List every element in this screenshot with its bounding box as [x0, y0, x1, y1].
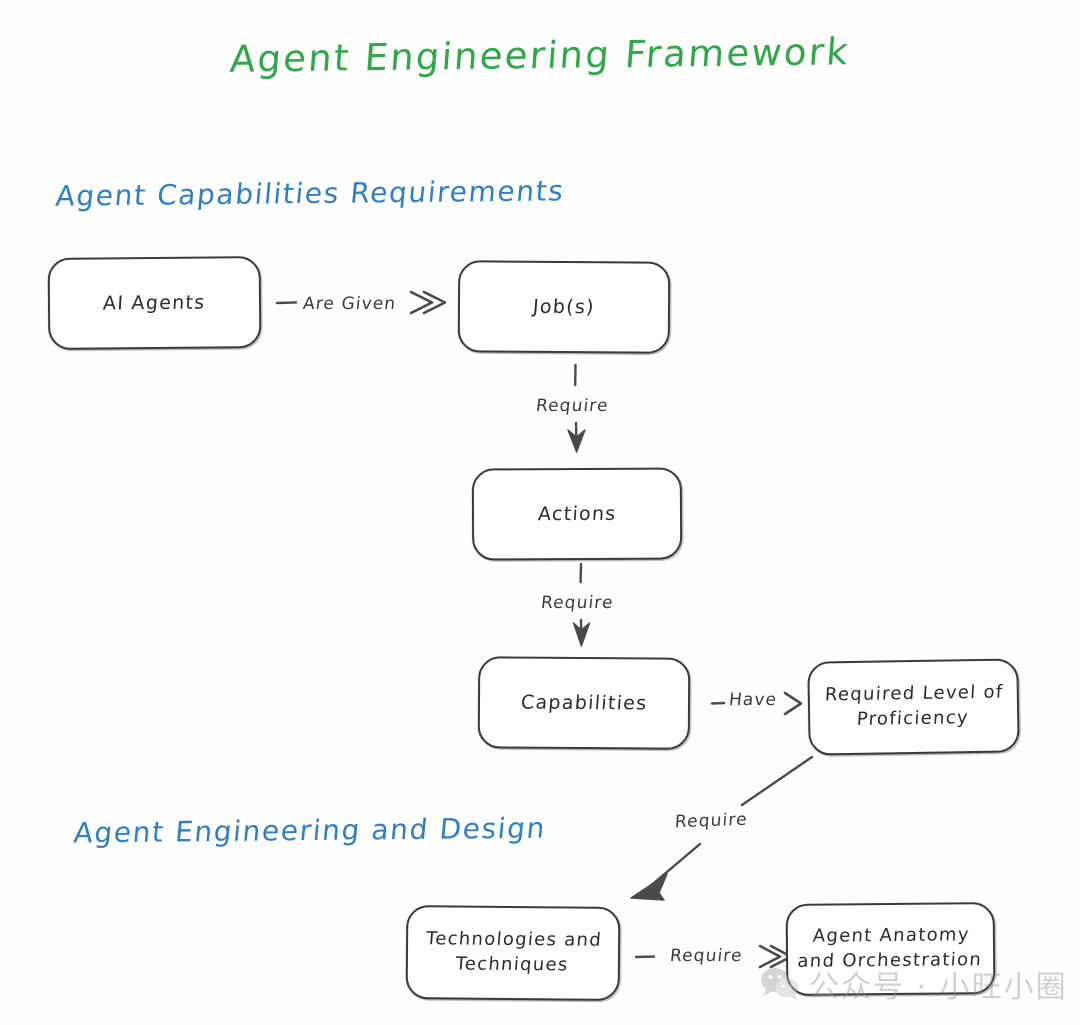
- node-capabilities[interactable]: Capabilities: [477, 656, 691, 750]
- node-label-technologies-and-techniques: Technologies and Techniques: [425, 928, 603, 976]
- edge-label-require-jobs-actions: Require: [534, 396, 610, 416]
- section-heading-agent-capabilities-requirements: Agent Capabilities Requirements: [54, 174, 567, 213]
- node-label-agent-anatomy-and-orchestration: Agent Anatomy and Orchestration: [796, 924, 983, 972]
- node-required-level-of-proficiency[interactable]: Required Level of Proficiency: [807, 658, 1020, 756]
- node-ai-agents[interactable]: AI Agents: [47, 256, 262, 350]
- edge-are-given: [275, 290, 447, 315]
- edge-require-proficiency-technologies: [630, 755, 814, 901]
- edge-have: [710, 691, 803, 716]
- node-technologies-and-techniques[interactable]: Technologies and Techniques: [405, 905, 621, 1001]
- edge-label-are-given: Are Given: [301, 294, 398, 314]
- node-actions[interactable]: Actions: [471, 467, 683, 561]
- edge-label-require-actions-capabilities: Require: [539, 593, 615, 613]
- node-label-ai-agents: AI Agents: [102, 291, 207, 315]
- edge-require-jobs-actions: [567, 363, 586, 453]
- node-label-jobs: Job(s): [532, 295, 596, 319]
- node-jobs[interactable]: Job(s): [457, 260, 671, 354]
- node-label-required-level-of-proficiency: Required Level of Proficiency: [824, 681, 1005, 730]
- edge-label-require-proficiency-technologies: Require: [674, 809, 749, 833]
- section-heading-agent-engineering-and-design: Agent Engineering and Design: [72, 811, 548, 850]
- edge-label-have: Have: [727, 690, 779, 710]
- node-label-actions: Actions: [537, 502, 617, 526]
- node-agent-anatomy-and-orchestration[interactable]: Agent Anatomy and Orchestration: [785, 902, 996, 996]
- node-label-capabilities: Capabilities: [519, 691, 649, 715]
- edge-label-require-technologies-anatomy: Require: [668, 946, 744, 966]
- edge-require-actions-capabilities: [572, 562, 591, 647]
